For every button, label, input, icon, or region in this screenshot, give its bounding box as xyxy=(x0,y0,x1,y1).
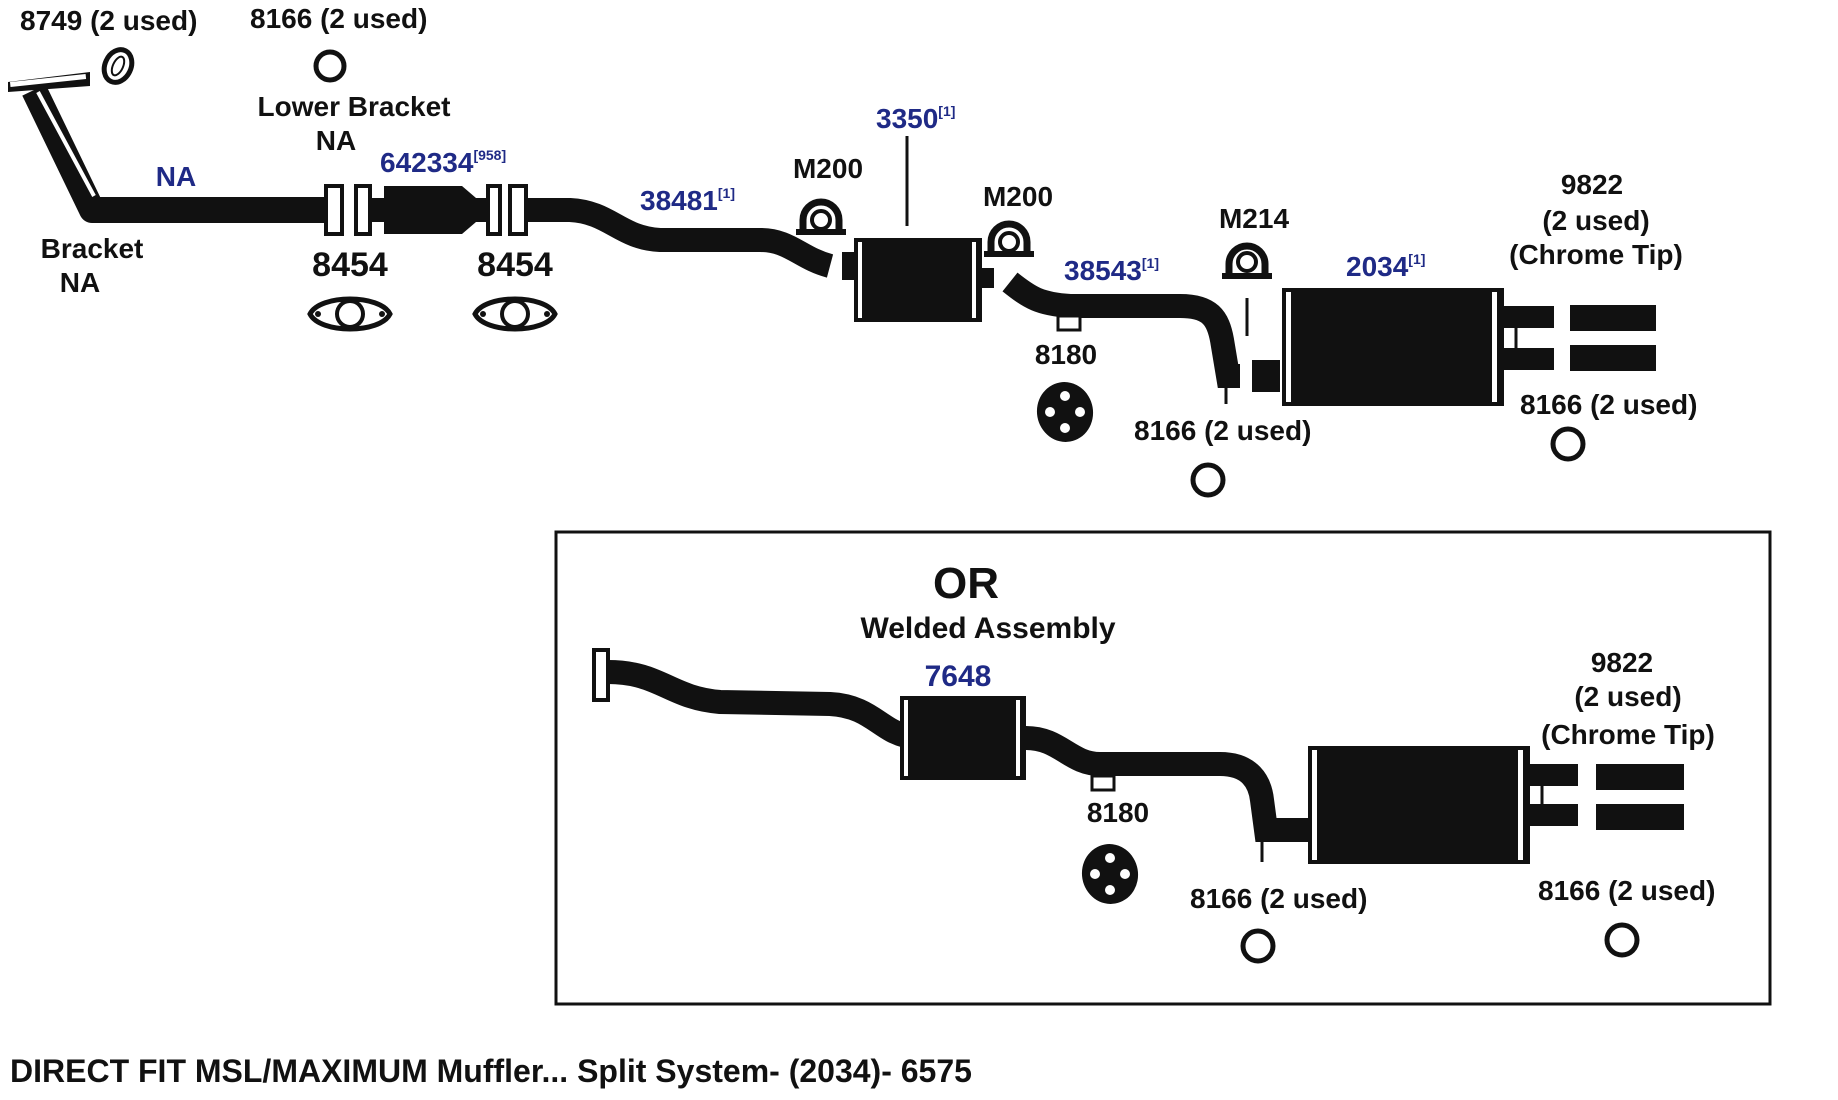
flange-1 xyxy=(324,184,344,236)
welded-chrome-tips xyxy=(1596,764,1684,830)
welded-ring-8166-left-icon xyxy=(1240,928,1276,964)
welded-ring-8166-right-icon xyxy=(1604,922,1640,958)
label-welded-8166-left: 8166 (2 used) xyxy=(1190,883,1367,914)
label-gasket-a: 8454 xyxy=(312,246,388,284)
label-8166-right: 8166 (2 used) xyxy=(1520,389,1697,420)
donut-gasket-8749-icon xyxy=(101,47,135,85)
clamp-m214-icon xyxy=(1222,242,1272,336)
front-y-pipe xyxy=(8,72,330,223)
ring-8166-right-icon xyxy=(1550,426,1586,462)
gasket-8454-b-icon xyxy=(472,296,558,332)
label-hanger-8180: 8180 xyxy=(1035,339,1097,370)
welded-resonator xyxy=(900,696,1026,780)
label-welded-tip-used: (2 used) xyxy=(1574,681,1681,712)
ring-8166-top-icon xyxy=(313,49,347,83)
top-exhaust-system: 8749 (2 used) 8166 (2 used) Lower Bracke… xyxy=(8,3,1697,498)
label-bracket: Bracket xyxy=(41,233,144,264)
label-clamp-m214: M214 xyxy=(1219,203,1289,234)
resonator xyxy=(842,136,994,322)
label-bracket-na: NA xyxy=(60,267,100,298)
hanger-bracket xyxy=(1056,314,1082,332)
label-cat-part: 642334[958] xyxy=(380,147,506,178)
welded-pipe xyxy=(592,648,910,748)
ring-8166-mid-icon xyxy=(1190,462,1226,498)
label-tip-used: (2 used) xyxy=(1542,205,1649,236)
welded-hanger-bracket xyxy=(1090,774,1116,792)
diagram-caption: DIRECT FIT MSL/MAXIMUM Muffler... Split … xyxy=(10,1053,972,1089)
chrome-tips xyxy=(1570,305,1656,371)
clamp-m200-a-icon xyxy=(796,198,846,235)
label-8166-mid: 8166 (2 used) xyxy=(1134,415,1311,446)
rubber-hanger-8180-icon xyxy=(1036,382,1094,442)
alternative-welded-assembly: OR Welded Assembly 7648 xyxy=(554,530,1772,1006)
clamp-m200-b-icon xyxy=(984,220,1034,257)
label-welded-assembly: Welded Assembly xyxy=(860,612,1115,645)
label-8749: 8749 (2 used) xyxy=(20,5,197,36)
alternative-box xyxy=(554,530,1772,1006)
label-pipe-na: NA xyxy=(156,161,196,192)
muffler-2034 xyxy=(1252,288,1554,406)
label-welded-tip-part: 9822 xyxy=(1591,647,1653,678)
label-tailpipe-38543: 38543[1] xyxy=(1064,255,1159,286)
label-gasket-b: 8454 xyxy=(477,246,553,284)
welded-rubber-hanger-8180-icon xyxy=(1081,844,1139,904)
label-welded-hanger-8180: 8180 xyxy=(1087,797,1149,828)
label-lower-bracket: Lower Bracket xyxy=(258,91,451,122)
label-pipe-38481: 38481[1] xyxy=(640,185,735,216)
catalytic-converter xyxy=(354,184,502,236)
gasket-8454-a-icon xyxy=(307,296,393,332)
label-welded-tip-desc: (Chrome Tip) xyxy=(1541,719,1715,750)
intermediate-pipe xyxy=(526,198,834,278)
flange-2 xyxy=(508,184,528,236)
label-welded-8166-right: 8166 (2 used) xyxy=(1538,875,1715,906)
label-or: OR xyxy=(933,559,999,608)
label-clamp-m200-a: M200 xyxy=(793,153,863,184)
label-clamp-m200-b: M200 xyxy=(983,181,1053,212)
label-tip-part: 9822 xyxy=(1561,169,1623,200)
label-resonator-3350: 3350[1] xyxy=(876,103,955,134)
tailpipe-38543 xyxy=(1002,272,1240,388)
label-tip-desc: (Chrome Tip) xyxy=(1509,239,1683,270)
label-8166-top: 8166 (2 used) xyxy=(250,3,427,34)
label-lower-bracket-na: NA xyxy=(316,125,356,156)
label-assembly-7648: 7648 xyxy=(925,660,992,693)
welded-tailpipe xyxy=(1025,726,1310,842)
welded-muffler xyxy=(1308,746,1578,864)
label-muffler-2034: 2034[1] xyxy=(1346,251,1425,282)
